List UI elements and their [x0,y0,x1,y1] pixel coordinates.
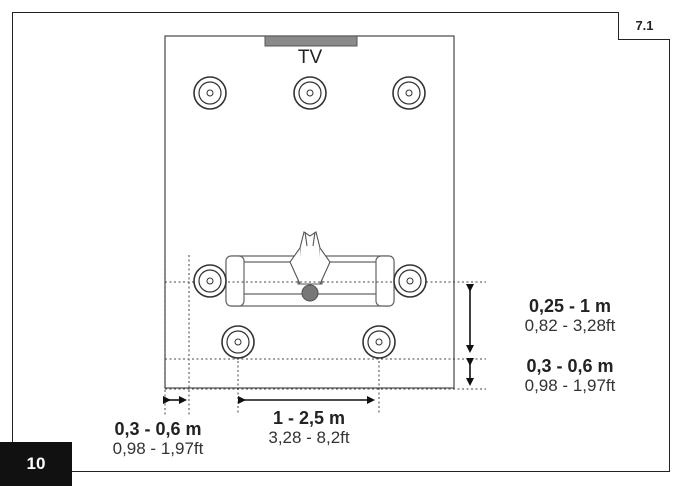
speaker-side-right-icon [393,264,427,298]
speaker-front-right-icon [392,76,426,110]
rear-distance-label: 0,3 - 0,6 m 0,98 - 1,97ft [486,356,654,395]
page-number: 10 [0,442,72,486]
speaker-rear-right-icon [362,325,396,359]
front-distance-imperial: 0,82 - 3,28ft [524,316,616,336]
rear-spacing-label: 1 - 2,5 m 3,28 - 8,2ft [240,408,378,447]
side-distance-metric: 0,3 - 0,6 m [114,419,202,439]
listener-icon [289,231,331,302]
tv-icon [264,35,358,47]
rear-distance-metric: 0,3 - 0,6 m [526,356,614,376]
front-distance-metric: 0,25 - 1 m [528,296,612,316]
speaker-side-left-icon [193,264,227,298]
rear-distance-imperial: 0,98 - 1,97ft [524,376,616,396]
speaker-front-left-icon [193,76,227,110]
side-distance-imperial: 0,98 - 1,97ft [112,439,204,459]
side-distance-label: 0,3 - 0,6 m 0,98 - 1,97ft [88,419,228,458]
rear-spacing-metric: 1 - 2,5 m [272,408,346,428]
speaker-center-icon [293,76,327,110]
diagram-frame [12,12,670,472]
config-badge: 7.1 [618,12,670,40]
speaker-rear-left-icon [221,325,255,359]
front-distance-label: 0,25 - 1 m 0,82 - 3,28ft [486,296,654,335]
rear-spacing-imperial: 3,28 - 8,2ft [268,428,350,448]
tv-label: TV [297,47,323,68]
